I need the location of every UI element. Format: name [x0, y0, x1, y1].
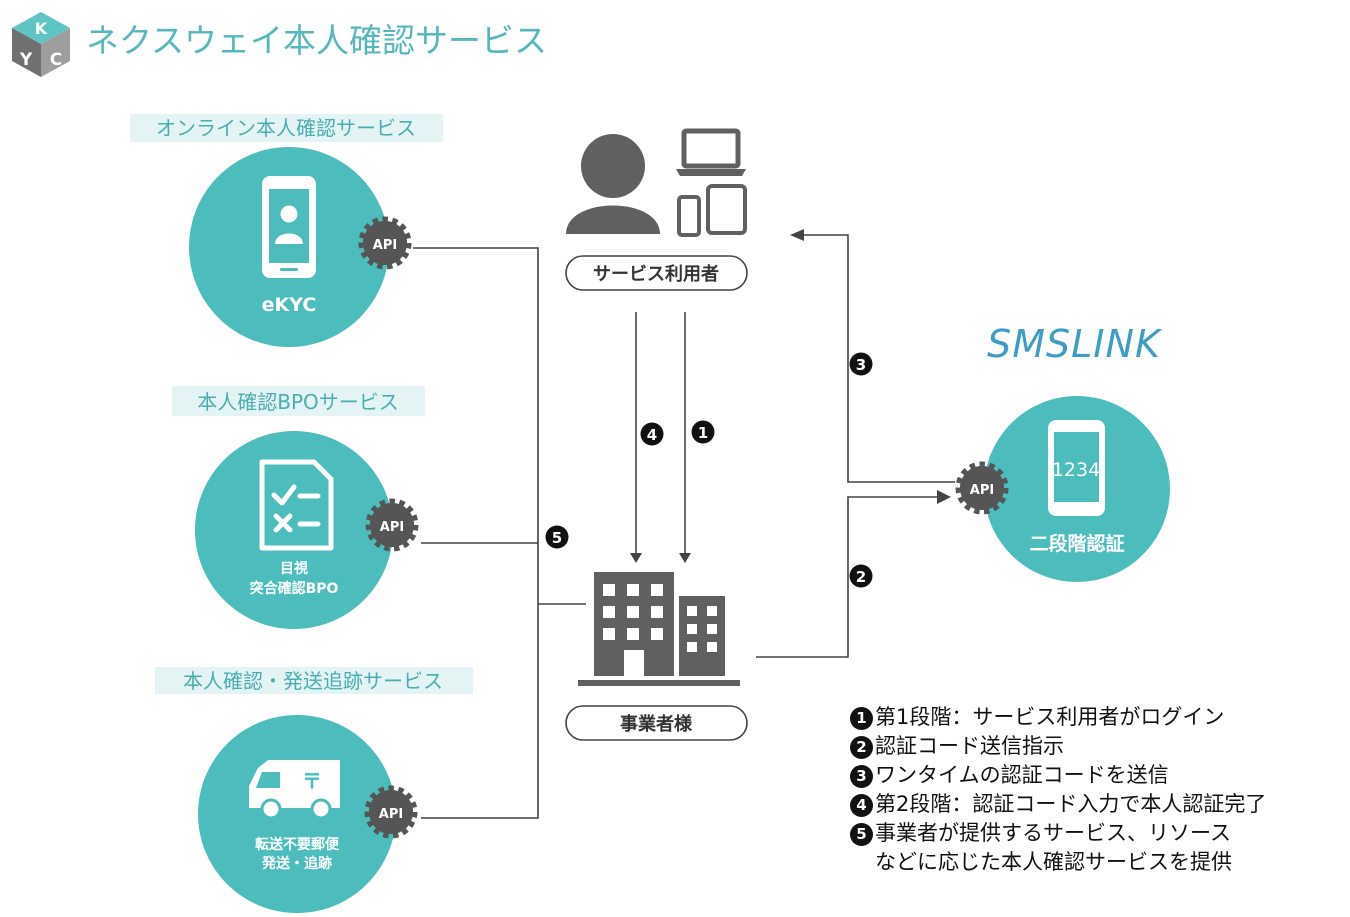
- legend-text-3: ワンタイムの認証コードを送信: [875, 763, 1169, 787]
- service-postal-heading: 本人確認・発送追跡サービス: [183, 669, 443, 693]
- api-gear-icon: API: [365, 498, 419, 552]
- legend-text-2: 認証コード送信指示: [875, 734, 1064, 758]
- api-gear-icon: API: [364, 785, 418, 839]
- smslink-logo: SMSLINK: [987, 322, 1163, 366]
- api-label-postal: API: [379, 807, 403, 822]
- api-gear-icon: API: [955, 461, 1009, 515]
- step-marker-3: 3: [849, 352, 873, 376]
- service-postal-label-line1: 転送不要郵便: [255, 836, 340, 853]
- step-marker-4-label: 4: [647, 426, 657, 444]
- service-ekyc: オンライン本人確認サービス eKYC API: [130, 114, 443, 347]
- service-postal-label-line2: 発送・追跡: [261, 855, 332, 872]
- smslink-screen-code: 1234: [1052, 459, 1100, 481]
- step-marker-5: 5: [545, 525, 569, 549]
- business-node: 事業者様: [565, 572, 748, 741]
- user-node-label: サービス利用者: [593, 263, 719, 285]
- legend-text-5-continuation: などに応じた本人確認サービスを提供: [875, 850, 1232, 874]
- smartphone-code-icon: 1234: [1048, 420, 1105, 516]
- service-ekyc-heading-bg: [130, 114, 443, 142]
- arrow-heads: [630, 229, 951, 563]
- office-building-icon: [578, 572, 740, 686]
- line-ekyc-to-business: [413, 247, 586, 605]
- step-marker-2: 2: [849, 564, 873, 588]
- service-ekyc-label: eKYC: [262, 294, 317, 316]
- business-node-label: 事業者様: [620, 713, 693, 735]
- postal-truck-icon: 〒: [249, 760, 340, 820]
- svg-text:〒: 〒: [302, 769, 322, 793]
- tablet-icon: [706, 184, 747, 235]
- service-ekyc-heading: オンライン本人確認サービス: [156, 116, 416, 140]
- legend-text-1: 第1段階：サービス利用者がログイン: [875, 705, 1225, 729]
- laptop-icon: [676, 128, 746, 176]
- service-bpo-heading-bg: [172, 386, 425, 416]
- legend-marker-3: 3: [850, 765, 873, 788]
- step-marker-1-label: 1: [698, 424, 708, 442]
- api-label-ekyc: API: [373, 238, 397, 253]
- step-marker-1: 1: [691, 420, 715, 444]
- logo-letter-y: Y: [19, 50, 33, 70]
- step-marker-5-label: 5: [552, 529, 562, 547]
- smslink-label: 二段階認証: [1029, 532, 1124, 555]
- business-node-pill: [565, 705, 748, 741]
- kyc-logo-icon: K Y C: [12, 12, 70, 77]
- line-postal-to-bus: [421, 604, 539, 819]
- arrowhead-to-user: [790, 229, 804, 241]
- legend-marker-4: 4: [850, 794, 873, 817]
- legend-text-4: 第2段階：認証コード入力で本人認証完了: [875, 792, 1267, 816]
- step-marker-3-label: 3: [856, 356, 866, 374]
- service-bpo-label-line1: 目視: [280, 560, 308, 577]
- step-marker-2-label: 2: [856, 568, 866, 586]
- legend-marker-1: 1: [850, 707, 873, 730]
- service-bpo: 本人確認BPOサービス 目視 突合確認BPO API: [172, 386, 425, 629]
- service-bpo-heading: 本人確認BPOサービス: [197, 390, 399, 414]
- api-gear-icon: API: [358, 216, 412, 270]
- legend-text-5: 事業者が提供するサービス、リソース: [875, 821, 1231, 845]
- smslink-block: SMSLINK 1234 二段階認証 API: [955, 322, 1170, 582]
- line-smslink-to-user: [802, 234, 955, 483]
- api-label-smslink: API: [970, 483, 994, 498]
- step-marker-4: 4: [640, 422, 664, 446]
- person-icon: [566, 134, 660, 234]
- service-postal-circle: [198, 715, 396, 913]
- legend-marker-5: 5: [850, 823, 873, 846]
- header-title: ネクスウェイ本人確認サービス: [86, 21, 547, 60]
- user-node: サービス利用者: [565, 128, 748, 291]
- service-postal-heading-bg: [155, 667, 473, 694]
- service-bpo-label-line2: 突合確認BPO: [250, 580, 339, 597]
- api-label-bpo: API: [380, 520, 404, 535]
- service-bpo-circle: [195, 431, 393, 629]
- arrowhead-step1: [679, 553, 691, 563]
- line-business-to-smslink: [756, 496, 940, 658]
- logo-letter-k: K: [35, 19, 48, 38]
- arrowhead-to-smslink: [937, 490, 951, 504]
- connector-lines: [413, 234, 955, 819]
- user-node-pill: [565, 255, 748, 291]
- logo-letter-c: C: [50, 50, 62, 70]
- arrowhead-step4: [630, 553, 642, 563]
- legend-marker-2: 2: [850, 736, 873, 759]
- smartphone-icon: [677, 195, 701, 237]
- service-postal: 本人確認・発送追跡サービス 〒 転送不要郵便 発送・追跡 API: [155, 667, 473, 913]
- smartphone-person-icon: [262, 176, 316, 278]
- checklist-document-icon: [259, 459, 334, 551]
